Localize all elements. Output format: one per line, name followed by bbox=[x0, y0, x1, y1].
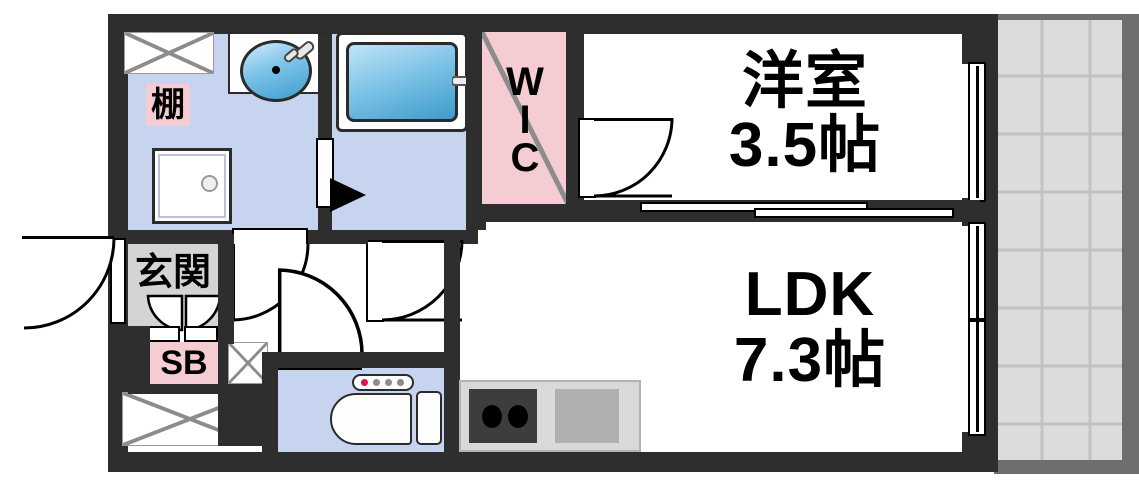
washbasin-drain bbox=[272, 66, 280, 74]
entrance-door-leaf[interactable] bbox=[110, 238, 126, 324]
genkan-label: 玄関 bbox=[134, 252, 211, 294]
wic-label-i: I bbox=[519, 98, 531, 142]
wic-label-c: C bbox=[510, 136, 540, 180]
exterior-wall-top bbox=[108, 14, 998, 34]
stove-burner-right bbox=[508, 405, 528, 428]
yoshitsu-sliding-partition-right[interactable] bbox=[754, 208, 954, 218]
toilet-control-panel bbox=[352, 374, 414, 391]
hall-west-wall-upper bbox=[218, 234, 234, 344]
wic-hatch-line bbox=[482, 32, 568, 204]
shelf-tag bbox=[146, 84, 190, 126]
balcony-rail-top bbox=[994, 14, 1139, 20]
shelf-label: 棚 bbox=[151, 86, 185, 124]
bath-wic-wall bbox=[466, 14, 486, 230]
ldk-name: LDK bbox=[744, 260, 876, 329]
sb-lower-wall bbox=[218, 384, 268, 446]
toilet-bowl bbox=[330, 393, 412, 445]
hall-north-wall-right bbox=[308, 230, 368, 244]
hall-entry-wall bbox=[128, 326, 150, 384]
genkan-door-sill-right bbox=[184, 326, 218, 342]
yoshitsu-area: 3.5帖 bbox=[728, 111, 882, 180]
wic-label: W I C bbox=[482, 40, 568, 200]
bathroom-door-leaf[interactable] bbox=[316, 138, 334, 208]
kitchen-sink bbox=[555, 389, 619, 443]
yoshitsu-door-swing-arc bbox=[593, 117, 674, 200]
balcony bbox=[994, 18, 1138, 470]
toilet-indicator-light bbox=[361, 379, 368, 386]
toilet-door-swing-arc bbox=[277, 268, 364, 356]
balcony-sliding-door-lower-overlap bbox=[968, 318, 986, 322]
balcony-rail-right bbox=[1122, 14, 1139, 474]
genkan-door-sill-left bbox=[146, 326, 180, 342]
ldk-label-group: LDK 7.3帖 bbox=[660, 248, 960, 408]
bathtub bbox=[346, 42, 458, 122]
toilet-room-east-wall bbox=[444, 352, 460, 452]
toilet-tank bbox=[416, 391, 442, 445]
balcony-sliding-door-lower-mullion bbox=[976, 226, 979, 432]
stove-burner-left bbox=[482, 405, 502, 428]
ldk-area: 7.3帖 bbox=[733, 326, 887, 395]
washbasin-faucet-icon bbox=[280, 32, 318, 70]
washing-machine-drain bbox=[201, 175, 218, 192]
toilet-room-north-wall bbox=[276, 352, 456, 368]
genkan-inner-double-door[interactable] bbox=[146, 294, 222, 342]
shoe-box bbox=[150, 342, 218, 384]
yoshitsu-label-group: 洋室 3.5帖 bbox=[640, 34, 970, 194]
wic-label-w: W bbox=[506, 60, 544, 104]
shoe-box-label: SB bbox=[160, 344, 208, 382]
toilet-button-3 bbox=[397, 379, 404, 386]
balcony-sliding-door-upper-mullion bbox=[976, 66, 979, 198]
entrance-door-swing-arc bbox=[22, 236, 116, 330]
wic-south-wall bbox=[466, 204, 584, 222]
upper-left-closet-hatch bbox=[124, 32, 214, 74]
toilet-button-2 bbox=[385, 379, 392, 386]
sb-east-wall bbox=[218, 326, 228, 384]
entry-closet-hatch bbox=[228, 342, 268, 384]
hall-south-wall bbox=[128, 384, 258, 394]
ldk-west-wall bbox=[444, 230, 460, 352]
toilet-button-1 bbox=[373, 379, 380, 386]
balcony-rail-bottom bbox=[994, 460, 1139, 474]
yoshitsu-name: 洋室 bbox=[741, 47, 868, 116]
balcony-tile-grid bbox=[994, 18, 1138, 470]
bathroom-door-swing-indicator bbox=[330, 178, 366, 212]
exterior-wall-bottom bbox=[108, 452, 998, 472]
